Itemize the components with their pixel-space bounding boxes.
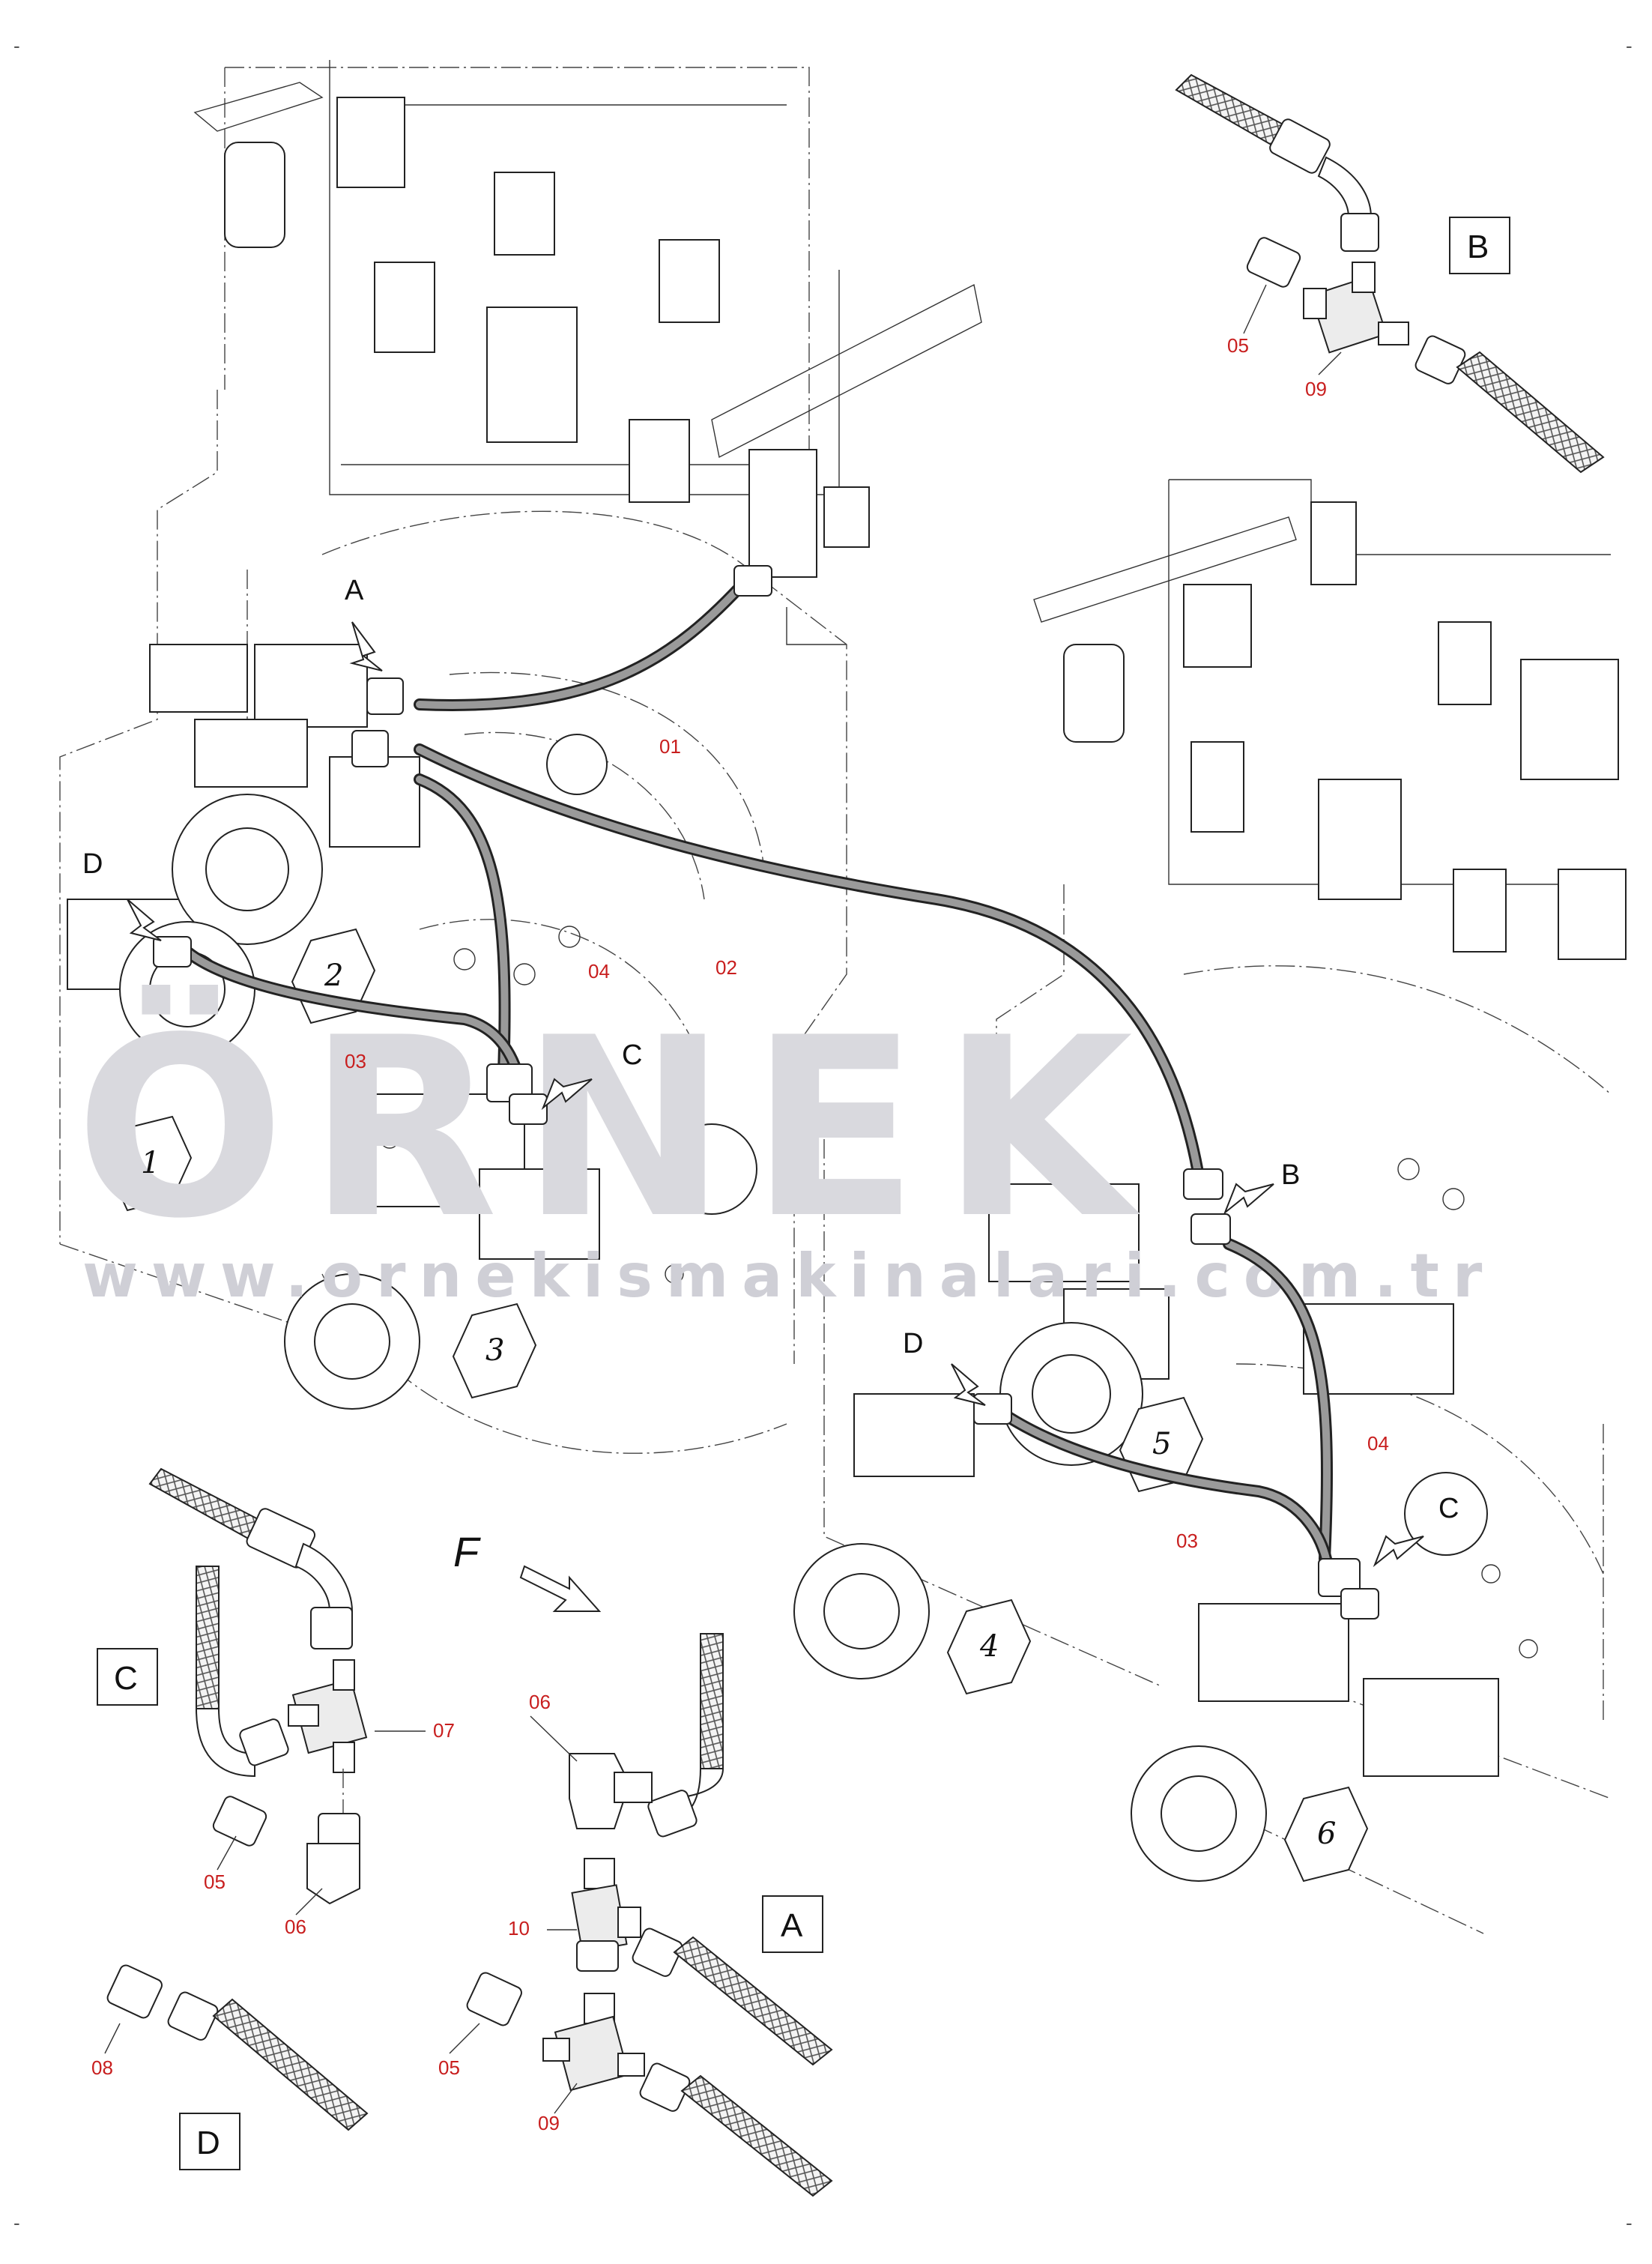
- view-arrows: [127, 621, 1424, 1612]
- hose-lines: [181, 571, 1333, 1565]
- detail-C: [148, 1467, 368, 1905]
- detail-B: [1175, 73, 1605, 474]
- part-number-02: 02: [715, 956, 737, 979]
- watermark-brand: ÖRNEK: [75, 982, 1155, 1273]
- cylinder-plate-6: [1283, 1786, 1369, 1883]
- cylinder-number-4: 4: [979, 1629, 999, 1664]
- part-number-06-detailA: 06: [529, 1691, 551, 1713]
- view-label-D-right: D: [903, 1328, 923, 1359]
- leader-lines: [104, 284, 1342, 2114]
- detail-box-B-label: B: [1467, 229, 1489, 265]
- part-number-08: 08: [91, 2056, 113, 2079]
- corner-mark-top-left: -: [13, 34, 20, 57]
- detail-box-C: [97, 1648, 158, 1706]
- part-number-07: 07: [433, 1719, 455, 1742]
- part-number-03-right: 03: [1176, 1530, 1198, 1552]
- view-label-A: A: [345, 575, 364, 606]
- corner-mark-bottom-left: -: [13, 2212, 20, 2234]
- view-label-C-right: C: [1438, 1493, 1459, 1524]
- part-number-04-right: 04: [1367, 1432, 1389, 1455]
- cylinder-plate-3: [452, 1302, 537, 1399]
- cylinder-number-3: 3: [485, 1333, 504, 1368]
- detail-A: [466, 1633, 833, 2197]
- part-number-05-detailB: 05: [1227, 334, 1249, 357]
- view-label-D-left: D: [82, 848, 103, 880]
- watermark: ÖRNEK www.ornekismakinalari.com.tr: [75, 982, 1482, 1311]
- detail-box-B: [1449, 217, 1510, 274]
- part-number-04-left: 04: [588, 960, 610, 982]
- part-number-03-left: 03: [345, 1050, 366, 1072]
- cylinder-number-2: 2: [324, 959, 343, 993]
- fittings-main: [153, 565, 1379, 1619]
- part-number-01: 01: [659, 735, 681, 758]
- detail-box-A-label: A: [781, 1907, 803, 1944]
- detail-box-A: [762, 1895, 823, 1953]
- detail-D: [106, 1964, 369, 2131]
- engine-linework-left: [59, 60, 982, 1454]
- detail-box-C-label: C: [114, 1660, 138, 1697]
- cylinder-number-1: 1: [141, 1146, 160, 1180]
- cylinder-plate-4: [946, 1599, 1032, 1695]
- detail-box-D: [179, 2113, 240, 2170]
- corner-mark-top-right: -: [1626, 34, 1633, 57]
- part-number-05-detailC: 05: [204, 1871, 226, 1893]
- part-number-09-detailB: 09: [1305, 378, 1327, 400]
- corner-mark-bottom-right: -: [1626, 2212, 1633, 2234]
- view-label-C-left: C: [622, 1039, 642, 1071]
- part-number-06-detailC: 06: [285, 1916, 306, 1938]
- cylinder-number-6: 6: [1317, 1817, 1336, 1851]
- part-number-10: 10: [508, 1917, 530, 1940]
- cylinder-number-5: 5: [1152, 1427, 1171, 1461]
- view-label-B-right: B: [1281, 1159, 1300, 1191]
- engine-linework-right: [793, 479, 1627, 1934]
- view-label-F: F: [453, 1528, 481, 1575]
- detail-box-D-label: D: [196, 2125, 220, 2161]
- part-number-09-detailA: 09: [538, 2112, 560, 2134]
- cylinder-plate-1: [107, 1115, 193, 1212]
- part-number-05-detailA: 05: [438, 2056, 460, 2079]
